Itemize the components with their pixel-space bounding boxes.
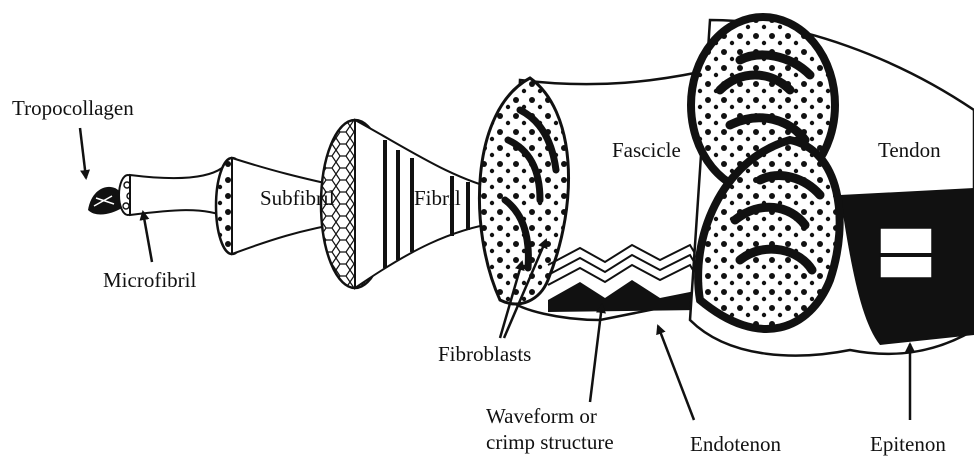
tropocollagen-rope — [88, 187, 122, 215]
label-subfibril: Subfibril — [260, 186, 335, 210]
label-endotenon: Endotenon — [690, 432, 781, 456]
tendon-shape — [690, 17, 974, 356]
microfibril-shape — [119, 168, 228, 218]
label-microfibril: Microfibril — [103, 268, 196, 292]
label-fascicle: Fascicle — [612, 138, 681, 162]
arrow-tropocollagen — [80, 128, 86, 178]
label-tropocollagen: Tropocollagen — [12, 96, 134, 120]
label-fibril: Fibril — [414, 186, 461, 210]
label-tendon: Tendon — [878, 138, 941, 162]
arrow-endotenon — [658, 326, 694, 420]
label-waveform: Waveform or crimp structure — [486, 404, 614, 455]
label-epitenon: Epitenon — [870, 432, 946, 456]
arrow-microfibril — [143, 212, 152, 262]
label-fibroblasts: Fibroblasts — [438, 342, 531, 366]
